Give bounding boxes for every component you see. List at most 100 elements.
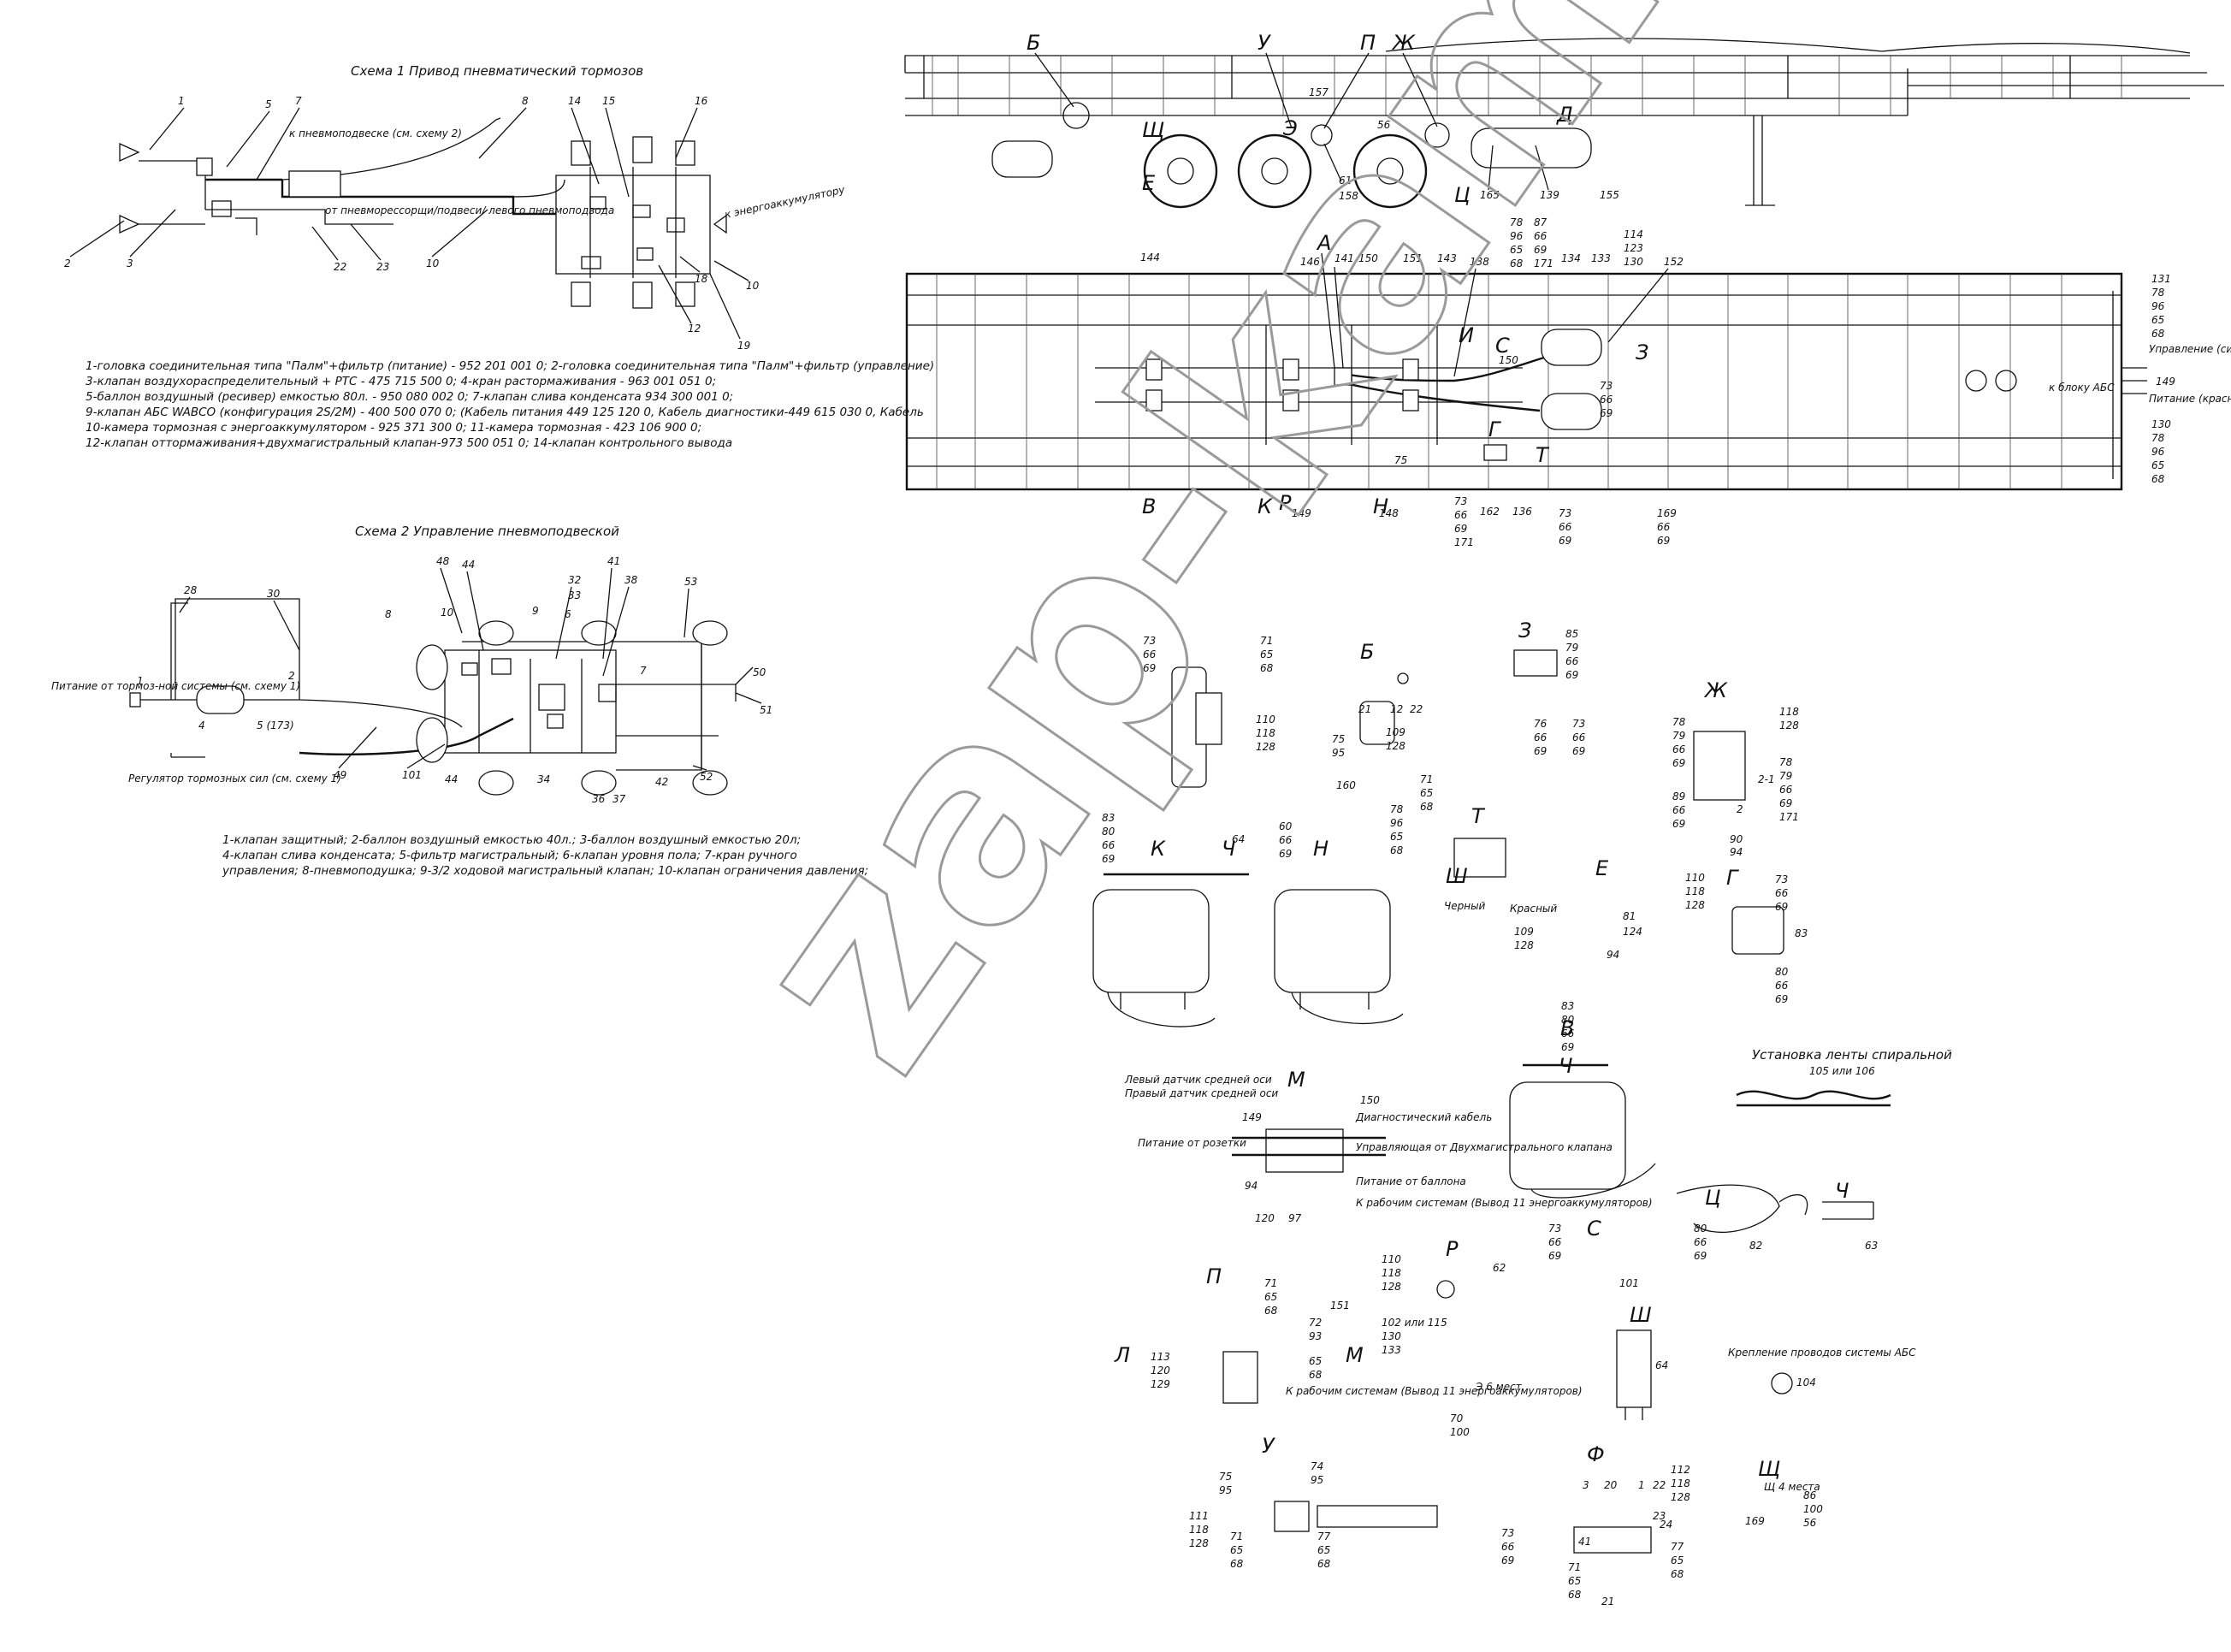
svg-text:Ц: Ц: [1454, 183, 1471, 207]
svg-text:66: 66: [1534, 731, 1547, 743]
svg-text:66: 66: [1694, 1236, 1707, 1248]
svg-text:56: 56: [1803, 1517, 1817, 1529]
svg-text:66: 66: [1279, 834, 1293, 846]
svg-text:М: М: [1287, 1068, 1305, 1092]
svg-text:130: 130: [1382, 1330, 1401, 1342]
svg-text:162: 162: [1480, 506, 1500, 518]
svg-text:134: 134: [1561, 252, 1581, 264]
svg-text:110: 110: [1685, 872, 1705, 884]
spiral-part: 105 или 106: [1809, 1065, 1875, 1077]
svg-text:Т: Т: [1471, 804, 1486, 828]
svg-text:10: 10: [441, 607, 454, 619]
svg-text:69: 69: [1501, 1554, 1514, 1566]
svg-text:133: 133: [1591, 252, 1611, 264]
svg-text:Красный: Красный: [1510, 903, 1557, 915]
svg-text:129: 129: [1151, 1378, 1170, 1390]
svg-text:64: 64: [1232, 833, 1245, 845]
svg-text:С: С: [1587, 1217, 1601, 1240]
svg-text:А: А: [1316, 231, 1331, 255]
svg-text:94: 94: [1245, 1180, 1258, 1192]
scheme-1-note-spring: к энергоаккумулятору: [724, 183, 847, 221]
svg-text:80: 80: [1775, 966, 1789, 978]
svg-text:100: 100: [1803, 1503, 1823, 1515]
svg-text:78: 78: [2151, 432, 2165, 444]
svg-text:71: 71: [1568, 1561, 1581, 1573]
scheme-2-callouts: 28 30 48 44 32 41 38 53 33 9 8 10 6 7 2 …: [137, 555, 772, 805]
svg-text:78: 78: [1779, 756, 1793, 768]
svg-text:64: 64: [1655, 1359, 1668, 1371]
svg-text:94: 94: [1607, 949, 1619, 961]
svg-text:65: 65: [1510, 244, 1523, 256]
svg-text:33: 33: [568, 589, 581, 601]
svg-text:78: 78: [1672, 716, 1686, 728]
svg-text:62: 62: [1493, 1262, 1506, 1274]
svg-text:83: 83: [1795, 927, 1808, 939]
svg-text:Управляющая от Двухмагистральн: Управляющая от Двухмагистрального клапан…: [1356, 1141, 1613, 1153]
svg-text:110: 110: [1382, 1253, 1401, 1265]
svg-text:Р: Р: [1279, 491, 1292, 515]
svg-text:157: 157: [1309, 86, 1329, 98]
svg-text:Ш: Ш: [1630, 1303, 1652, 1327]
svg-text:53: 53: [684, 576, 697, 588]
svg-text:68: 68: [1390, 844, 1404, 856]
svg-text:10: 10: [426, 258, 440, 269]
svg-text:69: 69: [1694, 1250, 1707, 1262]
svg-text:80: 80: [1561, 1014, 1575, 1026]
svg-text:38: 38: [624, 574, 638, 586]
svg-text:У: У: [1262, 1434, 1275, 1458]
svg-text:18: 18: [695, 273, 708, 285]
scheme-2-suspension-diagram: Схема 2 Управление пневмоподвеской 28 30…: [51, 524, 868, 878]
abs-label: Крепление проводов системы АБС: [1728, 1347, 1916, 1359]
detail-numbers: 160 64 81 124 94 90 94 2-1 2 83 22 21 12…: [1232, 703, 1878, 1608]
svg-text:165: 165: [1480, 189, 1500, 201]
svg-text:Г: Г: [1726, 866, 1739, 890]
svg-text:69: 69: [1775, 901, 1788, 913]
svg-text:65: 65: [1420, 787, 1433, 799]
svg-text:5-баллон воздушный (ресивер) е: 5-баллон воздушный (ресивер) емкостью 80…: [86, 390, 733, 404]
svg-text:65: 65: [2151, 459, 2164, 471]
svg-text:Н: Н: [1313, 837, 1329, 861]
svg-text:Диагностический кабель: Диагностический кабель: [1355, 1111, 1492, 1123]
svg-text:Ш: Ш: [1446, 864, 1468, 888]
svg-text:28: 28: [184, 584, 198, 596]
svg-text:65: 65: [2151, 314, 2164, 326]
svg-text:К рабочим системам (Вывод 11 э: К рабочим системам (Вывод 11 энергоаккум…: [1356, 1197, 1653, 1209]
svg-text:Ж: Ж: [1391, 31, 1416, 55]
svg-text:П: П: [1360, 31, 1376, 55]
svg-text:Ж: Ж: [1703, 678, 1728, 702]
svg-text:Ч: Ч: [1559, 1054, 1572, 1078]
svg-text:21: 21: [1601, 1596, 1614, 1608]
svg-text:65: 65: [1230, 1544, 1243, 1556]
svg-text:120: 120: [1255, 1212, 1275, 1224]
plan-view-letters: А И С Г Т З В К Р Н: [1142, 231, 1648, 518]
svg-text:69: 69: [1775, 993, 1788, 1005]
svg-text:22: 22: [334, 261, 346, 273]
svg-text:68: 68: [1420, 801, 1434, 813]
svg-text:65: 65: [1317, 1544, 1330, 1556]
svg-text:12: 12: [688, 323, 701, 335]
svg-text:69: 69: [1548, 1250, 1561, 1262]
svg-text:152: 152: [1664, 256, 1684, 268]
svg-text:87: 87: [1534, 216, 1547, 228]
svg-text:95: 95: [1332, 747, 1345, 759]
svg-text:З: З: [1636, 340, 1648, 364]
svg-text:123: 123: [1624, 242, 1643, 254]
svg-text:Левый датчик средней оси: Левый датчик средней оси: [1124, 1074, 1272, 1086]
svg-text:136: 136: [1512, 506, 1532, 518]
svg-text:37: 37: [612, 793, 626, 805]
svg-text:68: 68: [1264, 1305, 1278, 1317]
svg-text:97: 97: [1288, 1212, 1302, 1224]
svg-text:160: 160: [1336, 779, 1356, 791]
scheme-1-note-suspension: к пневмоподвеске (см. схему 2): [289, 127, 462, 139]
svg-text:128: 128: [1386, 740, 1405, 752]
svg-text:30: 30: [267, 588, 281, 600]
svg-text:158: 158: [1339, 190, 1358, 202]
svg-text:150: 150: [1360, 1094, 1380, 1106]
svg-text:66: 66: [1600, 394, 1613, 406]
svg-text:С: С: [1495, 334, 1510, 358]
svg-text:69: 69: [1559, 535, 1571, 547]
svg-text:96: 96: [2151, 446, 2165, 458]
svg-text:65: 65: [1390, 831, 1403, 843]
svg-text:171: 171: [1534, 258, 1553, 269]
